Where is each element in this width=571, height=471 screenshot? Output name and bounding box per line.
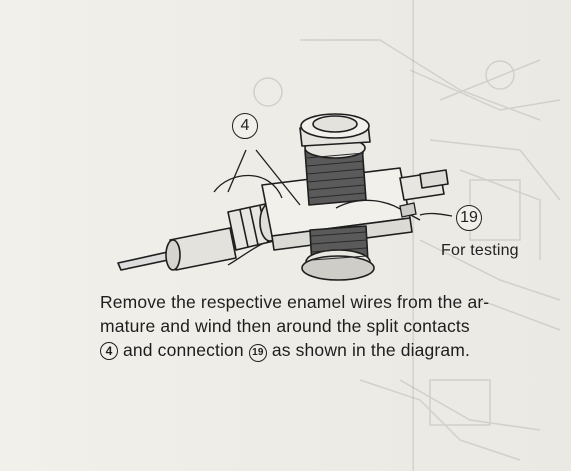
connection-ref-19-inline: 19 [248, 344, 267, 362]
contact-ref-4-label: 4 [232, 113, 258, 139]
instruction-paragraph: Remove the respective enamel wires from … [100, 290, 540, 362]
instruction-line-1: Remove the respective enamel wires from … [100, 292, 490, 312]
instruction-line-3-end: as shown in the diagram. [266, 340, 471, 360]
paper-fold-line [412, 0, 415, 471]
for-testing-label: For testing [441, 242, 519, 259]
connection-ref-19-label: 19 [456, 205, 482, 231]
contact-ref-4-inline: 4 [100, 342, 118, 360]
instruction-line-2: mature and wind then around the split co… [100, 316, 470, 336]
instruction-line-3-mid: and connection [118, 340, 249, 360]
